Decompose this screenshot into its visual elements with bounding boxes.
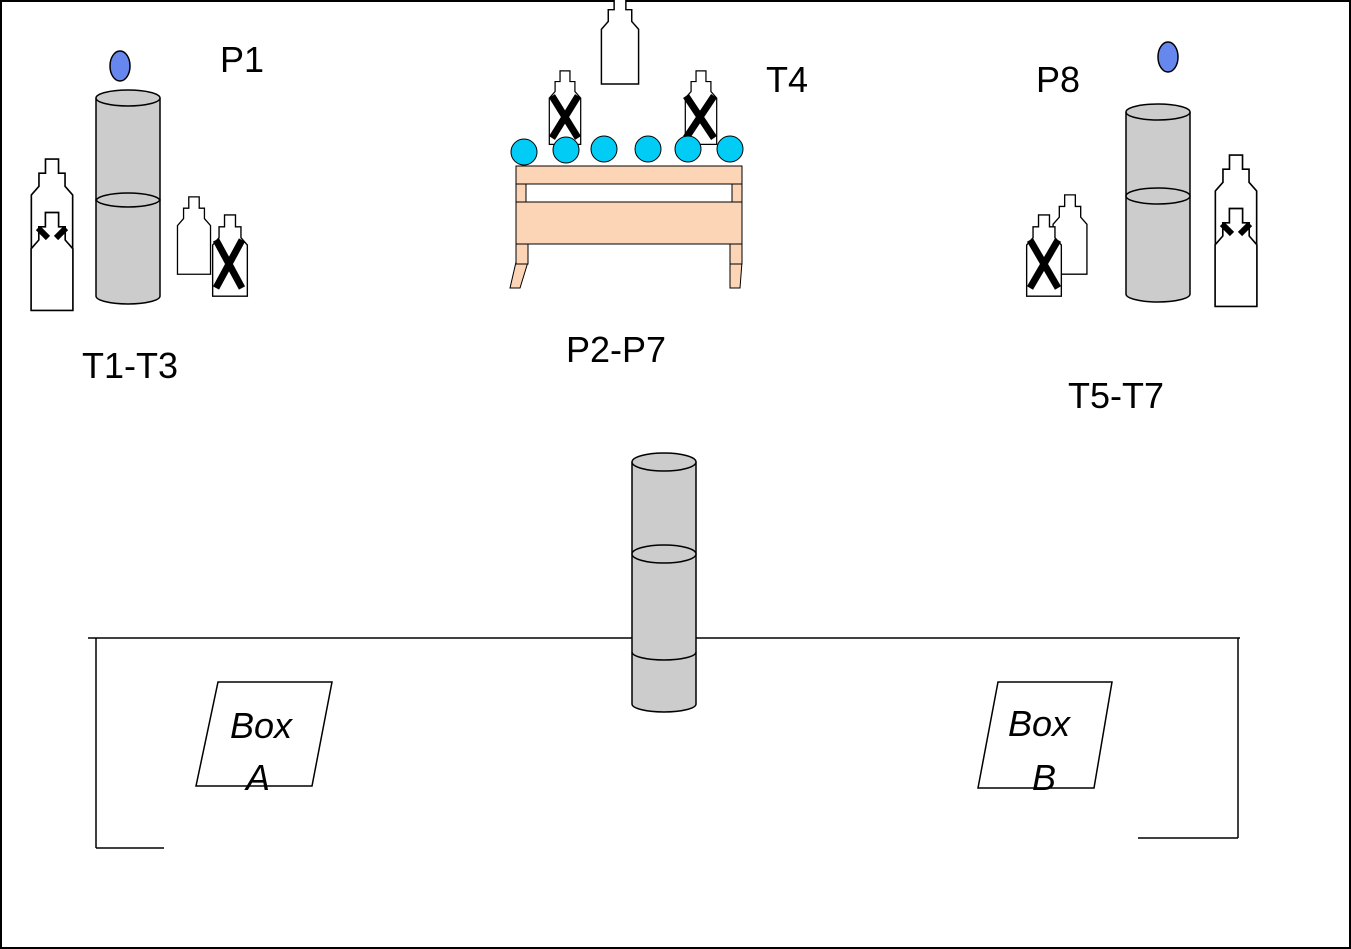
center-noshoot-right xyxy=(683,69,718,146)
plates xyxy=(510,135,744,166)
left-group: P1 T1-T3 xyxy=(30,39,264,386)
label-t4: T4 xyxy=(766,59,808,100)
label-p1: P1 xyxy=(220,39,264,80)
label-p2-p7: P2-P7 xyxy=(566,329,666,370)
left-noshoot-target xyxy=(211,214,249,297)
box-b: Box B xyxy=(977,681,1113,798)
plate xyxy=(634,135,662,163)
box-a-label-line1: Box xyxy=(230,705,294,746)
right-barrel-stack xyxy=(1125,103,1191,303)
center-noshoot-left xyxy=(548,69,582,146)
box-b-label-line1: Box xyxy=(1008,703,1072,744)
plate xyxy=(716,135,744,163)
box-b-label-line2: B xyxy=(1032,757,1056,798)
center-group: T4 P2-P7 xyxy=(509,0,808,370)
popper-p1 xyxy=(109,50,131,82)
label-t1-t3: T1-T3 xyxy=(82,345,178,386)
center-barrel-stack xyxy=(631,452,697,713)
left-barrel-stack xyxy=(95,89,161,305)
box-a: Box A xyxy=(195,681,333,798)
plate xyxy=(552,136,580,164)
left-target-mid xyxy=(176,196,212,276)
right-group: P8 T5-T7 xyxy=(1025,41,1258,416)
target-t4 xyxy=(600,0,640,85)
right-noshoot-target xyxy=(1025,214,1063,297)
plate xyxy=(674,135,702,163)
plate xyxy=(590,135,618,163)
label-t5-t7: T5-T7 xyxy=(1068,375,1164,416)
left-target-front xyxy=(30,211,74,312)
plate xyxy=(510,138,538,166)
popper-p8 xyxy=(1157,41,1179,73)
box-a-label-line2: A xyxy=(244,757,270,798)
right-target-front xyxy=(1214,207,1258,308)
label-p8: P8 xyxy=(1036,59,1080,100)
plate-rack-table xyxy=(509,165,743,289)
